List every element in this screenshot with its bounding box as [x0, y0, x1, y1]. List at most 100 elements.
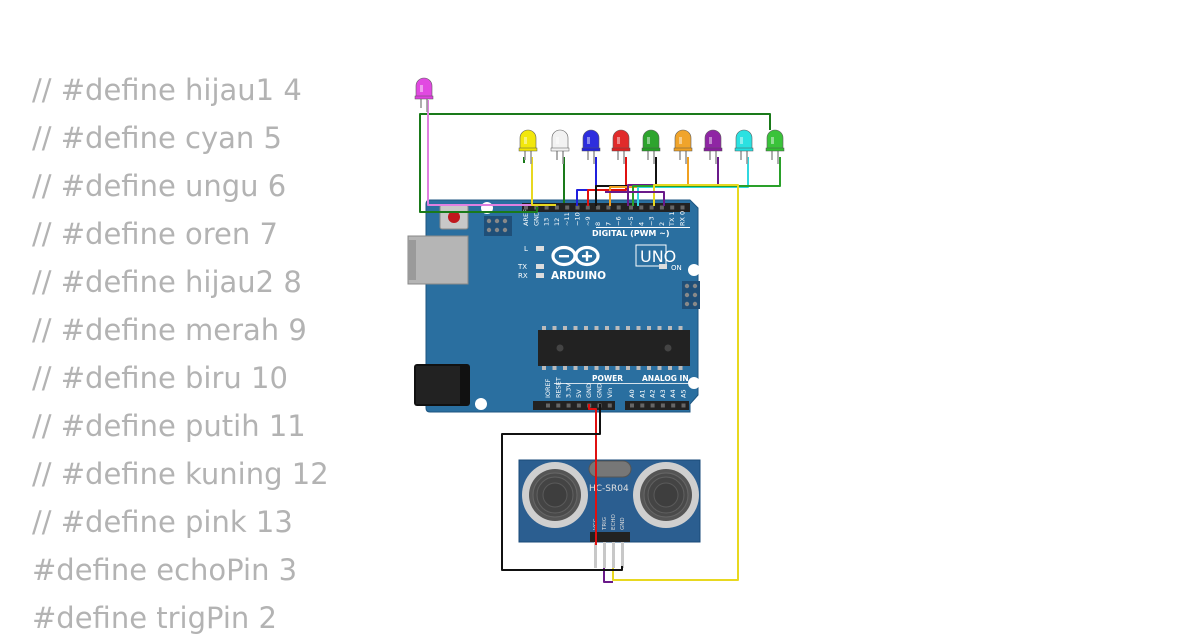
top-pin-label: GND — [532, 211, 540, 226]
header-pin[interactable] — [607, 403, 612, 408]
chip-pin — [594, 366, 599, 370]
header-pin[interactable] — [524, 205, 528, 210]
transducer-left — [522, 462, 588, 528]
blue-led-wire[interactable] — [576, 157, 597, 206]
header-pin[interactable] — [544, 205, 549, 210]
header-pin[interactable] — [616, 205, 621, 210]
hijau1-led[interactable] — [765, 129, 785, 164]
header-pin[interactable] — [596, 205, 601, 210]
oren-led[interactable] — [673, 129, 693, 164]
header-pin[interactable] — [681, 403, 686, 408]
header-pin[interactable] — [680, 205, 685, 210]
top-pin-label: 2 — [658, 222, 666, 226]
top-pin-label: ~5 — [627, 216, 635, 226]
header-pin[interactable] — [639, 205, 644, 210]
top-pin-label: TX 1 — [668, 211, 676, 227]
header-pin[interactable] — [640, 403, 645, 408]
arduino-brand: ARDUINO — [551, 270, 606, 282]
header-pin[interactable] — [575, 205, 580, 210]
top-pin-label: 12 — [553, 218, 561, 226]
vcc-wire[interactable] — [588, 404, 597, 545]
tx-led — [536, 264, 544, 269]
pink-led[interactable] — [414, 77, 434, 112]
header-pin[interactable] — [585, 205, 590, 210]
yellow-led-wire[interactable] — [531, 157, 556, 206]
top-pin-label: ~6 — [615, 216, 623, 226]
hijau2-led[interactable] — [641, 129, 661, 164]
chip-pin — [615, 366, 620, 370]
header-pin[interactable] — [671, 403, 676, 408]
code-listing: // #define hijau1 4 // #define cyan 5 //… — [32, 66, 329, 642]
rx-led — [536, 273, 544, 278]
code-line: // #define cyan 5 — [32, 121, 282, 155]
kuning-led[interactable] — [518, 129, 538, 164]
uno-badge — [635, 244, 667, 267]
header-pin[interactable] — [576, 403, 581, 408]
crystal — [588, 460, 632, 478]
top-pin-label: ~3 — [648, 216, 656, 226]
header-pin[interactable] — [566, 403, 571, 408]
analog-header[interactable] — [625, 401, 689, 410]
sensor-pin-label: GND — [620, 517, 626, 530]
analog-pin-label: A2 — [649, 389, 657, 398]
header-pin[interactable] — [546, 403, 550, 408]
merah-led[interactable] — [611, 129, 631, 164]
header-pin[interactable] — [659, 205, 664, 210]
wires — [419, 100, 781, 583]
chip-pin — [605, 326, 609, 330]
header-pin[interactable] — [649, 205, 654, 210]
sensor-pin-label: ECHO — [611, 514, 617, 530]
power-header[interactable] — [533, 401, 615, 410]
power-pin-label: GND — [596, 383, 604, 398]
chip-pin — [584, 326, 588, 330]
chip-pin — [615, 326, 620, 330]
cyan-led[interactable] — [734, 129, 754, 164]
header-pin[interactable] — [630, 403, 634, 408]
arduino-logo-icon — [551, 245, 600, 267]
chip-pin — [552, 366, 557, 370]
trig-wire[interactable] — [603, 568, 613, 583]
code-line: // #define pink 13 — [32, 505, 293, 539]
chip-pin — [552, 326, 557, 330]
code-line: // #define hijau2 8 — [32, 265, 302, 299]
usb-connector — [407, 235, 469, 285]
purple-led-wire[interactable] — [627, 157, 719, 206]
uno-model: UNO — [640, 247, 676, 266]
sensor-gnd-wire[interactable] — [501, 404, 623, 571]
putih-led[interactable] — [550, 129, 570, 164]
header-pin[interactable] — [629, 205, 633, 210]
header-pin[interactable] — [606, 205, 611, 210]
red-led-wire[interactable] — [587, 157, 627, 206]
echo-wire[interactable] — [612, 184, 739, 581]
gnd-wire[interactable] — [419, 113, 771, 213]
chip-pin — [657, 366, 662, 370]
orange-led-wire[interactable] — [609, 157, 689, 206]
header-pin[interactable] — [565, 205, 570, 210]
chip-pin — [668, 326, 672, 330]
top-pin-label: ~9 — [584, 216, 592, 226]
biru-led[interactable] — [581, 129, 601, 164]
trig-wire-top[interactable] — [605, 191, 665, 206]
power-pin-label: IOREF — [544, 378, 552, 398]
sensor-pins — [594, 542, 624, 568]
digital-header[interactable] — [522, 203, 690, 212]
header-pin[interactable] — [650, 403, 655, 408]
chip-pin — [657, 326, 662, 330]
header-pin[interactable] — [556, 403, 561, 408]
sensor-pin-label: TRIG — [602, 517, 608, 531]
header-pin[interactable] — [670, 205, 675, 210]
chip-pin — [626, 366, 630, 370]
ungu-led[interactable] — [703, 129, 723, 164]
pink-led-wire[interactable] — [427, 100, 546, 206]
header-pin[interactable] — [554, 205, 559, 210]
power-pin-label: 5V — [575, 389, 583, 398]
code-line: // #define putih 11 — [32, 409, 306, 443]
chip-pin — [647, 366, 651, 370]
code-line: // #define hijau1 4 — [32, 73, 302, 107]
header-pin[interactable] — [660, 403, 665, 408]
